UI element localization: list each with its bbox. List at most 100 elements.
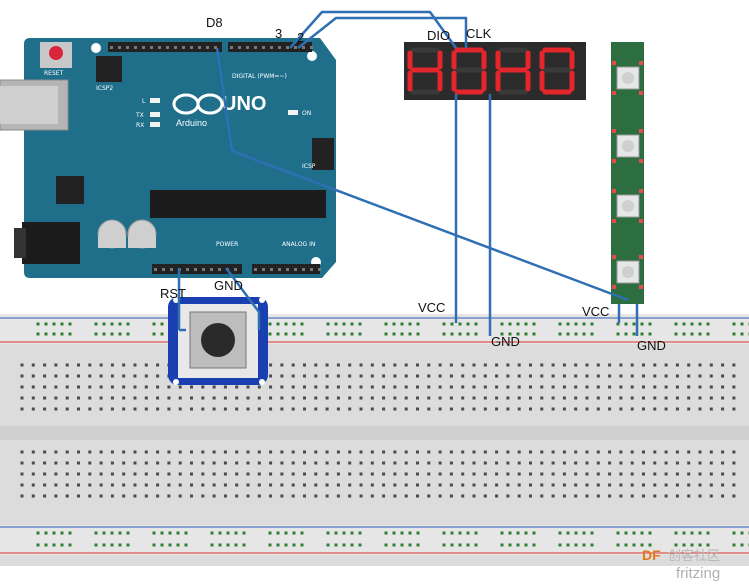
hole (404, 407, 408, 411)
hole (416, 461, 419, 465)
hole (144, 472, 148, 476)
rail-hole (524, 322, 528, 326)
hole (133, 483, 137, 487)
reset-button[interactable] (49, 46, 63, 60)
hole (348, 363, 352, 367)
hole (65, 461, 69, 465)
hole (562, 374, 566, 378)
hole (562, 461, 566, 465)
hole (156, 450, 160, 454)
hole (517, 374, 521, 378)
hole (212, 385, 216, 389)
hole (54, 363, 58, 367)
solder-pad (612, 91, 616, 95)
hole (574, 461, 578, 465)
icsp2-label: ICSP2 (96, 85, 113, 92)
hole (212, 450, 216, 454)
rail-hole (334, 332, 338, 336)
rail-hole (632, 322, 636, 326)
hole (122, 483, 126, 487)
hole (291, 494, 295, 498)
hole (698, 461, 702, 465)
hole (99, 374, 103, 378)
hole (608, 472, 612, 476)
hole (461, 363, 465, 367)
rail-hole (276, 332, 280, 336)
hole (20, 407, 24, 411)
hole (438, 407, 442, 411)
hole (721, 461, 725, 465)
hole (235, 483, 239, 487)
rail-hole (698, 322, 702, 326)
header-pin (210, 268, 213, 271)
hole (472, 396, 476, 400)
rail-hole (292, 531, 296, 535)
hole (325, 374, 329, 378)
hole (303, 396, 306, 400)
rail-hole (582, 332, 586, 336)
hole (630, 494, 634, 498)
rail-hole (384, 322, 388, 326)
hole (178, 385, 182, 389)
wire-pin3-to-dio (289, 10, 458, 49)
hole (314, 385, 318, 389)
hole (257, 450, 261, 454)
rail-hole (732, 543, 736, 547)
rail-hole (450, 543, 454, 547)
hole (642, 363, 645, 367)
rail-hole (384, 332, 388, 336)
hole (77, 472, 80, 476)
hole (608, 385, 612, 389)
hole (77, 374, 80, 378)
hole (122, 385, 126, 389)
hole (235, 385, 239, 389)
hole (404, 385, 408, 389)
header-pin (294, 268, 297, 271)
hole (43, 494, 47, 498)
hole (325, 461, 329, 465)
hole (122, 450, 126, 454)
hole (99, 385, 103, 389)
hole (732, 494, 736, 498)
hole (416, 396, 419, 400)
hole (336, 472, 340, 476)
hole (709, 461, 713, 465)
hole (551, 483, 555, 487)
hole (31, 483, 35, 487)
hole (269, 483, 273, 487)
rail-hole (126, 543, 130, 547)
hole (167, 472, 171, 476)
header-pin (310, 46, 313, 49)
hole (449, 374, 453, 378)
rail-hole (60, 531, 64, 535)
rail-hole (52, 543, 56, 547)
hole (483, 472, 487, 476)
hole (43, 396, 47, 400)
hole (370, 396, 374, 400)
hole (54, 450, 58, 454)
hole (585, 461, 589, 465)
hole (675, 483, 679, 487)
rail-hole (160, 543, 164, 547)
hole (291, 483, 295, 487)
rail-hole (268, 543, 272, 547)
hole (336, 483, 340, 487)
hole (551, 472, 555, 476)
wire-gnd-button (225, 267, 261, 330)
wires (177, 10, 639, 336)
hole (382, 461, 386, 465)
hole (529, 472, 532, 476)
rail-hole (102, 332, 106, 336)
hole (585, 396, 589, 400)
hole (675, 494, 679, 498)
hole (65, 363, 69, 367)
hole (382, 472, 386, 476)
hole (201, 396, 205, 400)
rail-hole (36, 543, 40, 547)
push-button[interactable] (201, 323, 235, 357)
rail-hole (334, 531, 338, 535)
hole (325, 494, 329, 498)
hole (156, 483, 160, 487)
hole (416, 494, 419, 498)
hole (664, 374, 668, 378)
